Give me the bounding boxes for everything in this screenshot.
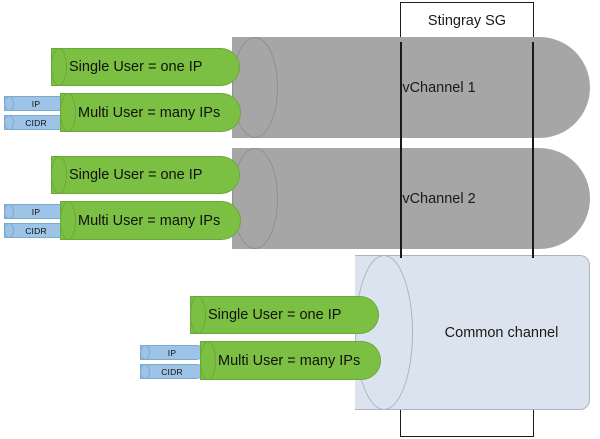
mini-left-cap <box>139 364 150 379</box>
channel-common-channel[interactable]: Common channel <box>355 255 590 410</box>
stingray-sg-rail-left-1 <box>400 42 402 138</box>
address-tag-cidr-1[interactable]: CIDR <box>3 115 68 130</box>
channel-label: vChannel 1 <box>402 79 476 96</box>
stingray-sg-title: Stingray SG <box>427 13 507 29</box>
address-tag-cidr-2[interactable]: CIDR <box>3 223 68 238</box>
pill-body <box>60 201 241 240</box>
multi-user-pill-2[interactable]: Multi User = many IPs <box>59 201 241 240</box>
pill-left-cap <box>50 156 67 194</box>
stingray-sg-rail-left-2 <box>400 138 402 150</box>
pill-left-cap <box>59 201 76 240</box>
address-tag-label: IP <box>167 347 177 358</box>
channel-label: Common channel <box>444 324 559 341</box>
channel-left-cap <box>232 148 278 249</box>
pill-body <box>60 93 241 132</box>
stingray-sg-rail-right-2 <box>532 138 534 150</box>
stingray-sg-rail-left-3 <box>400 150 402 246</box>
stingray-sg-bottom-box <box>400 408 534 437</box>
address-tag-ip-1[interactable]: IP <box>3 96 68 111</box>
single-user-label: Single User = one IP <box>69 59 203 75</box>
address-tag-label: CIDR <box>25 225 47 236</box>
channel-body <box>232 148 590 249</box>
address-tag-label: IP <box>31 206 41 217</box>
mini-left-cap <box>139 345 150 360</box>
address-tag-label: CIDR <box>25 117 47 128</box>
single-user-label: Single User = one IP <box>69 167 203 183</box>
pill-left-cap <box>50 48 67 86</box>
stingray-sg-rail-left-4 <box>400 246 402 258</box>
address-tag-ip-3[interactable]: IP <box>139 345 204 360</box>
pill-body <box>51 48 240 86</box>
pill-body <box>190 296 379 334</box>
multi-user-label: Multi User = many IPs <box>78 212 221 229</box>
stingray-sg-top-box <box>400 2 534 42</box>
single-user-label: Single User = one IP <box>208 307 342 323</box>
channel-body <box>232 37 590 138</box>
mini-left-cap <box>3 223 14 238</box>
address-tag-label: IP <box>31 98 41 109</box>
channel-vchannel-2[interactable]: vChannel 2 <box>232 148 590 249</box>
mini-left-cap <box>3 115 14 130</box>
stingray-sg-rail-right-3 <box>532 150 534 246</box>
address-tag-cidr-3[interactable]: CIDR <box>139 364 204 379</box>
stingray-sg-rail-right-1 <box>532 42 534 138</box>
address-tag-ip-2[interactable]: IP <box>3 204 68 219</box>
pill-body <box>51 156 240 194</box>
single-user-pill-2[interactable]: Single User = one IP <box>50 156 240 194</box>
pill-body <box>200 341 381 380</box>
stingray-sg-rail-right-4 <box>532 246 534 258</box>
channel-vchannel-1[interactable]: vChannel 1 <box>232 37 590 138</box>
single-user-pill-1[interactable]: Single User = one IP <box>50 48 240 86</box>
multi-user-pill-3[interactable]: Multi User = many IPs <box>199 341 381 380</box>
channel-label: vChannel 2 <box>402 190 476 207</box>
pill-left-cap <box>59 93 76 132</box>
pill-left-cap <box>189 296 206 334</box>
channel-left-cap <box>232 37 278 138</box>
address-tag-label: CIDR <box>161 366 183 377</box>
multi-user-label: Multi User = many IPs <box>218 352 361 369</box>
mini-left-cap <box>3 204 14 219</box>
pill-left-cap <box>199 341 216 380</box>
multi-user-pill-1[interactable]: Multi User = many IPs <box>59 93 241 132</box>
multi-user-label: Multi User = many IPs <box>78 104 221 121</box>
single-user-pill-3[interactable]: Single User = one IP <box>189 296 379 334</box>
mini-left-cap <box>3 96 14 111</box>
